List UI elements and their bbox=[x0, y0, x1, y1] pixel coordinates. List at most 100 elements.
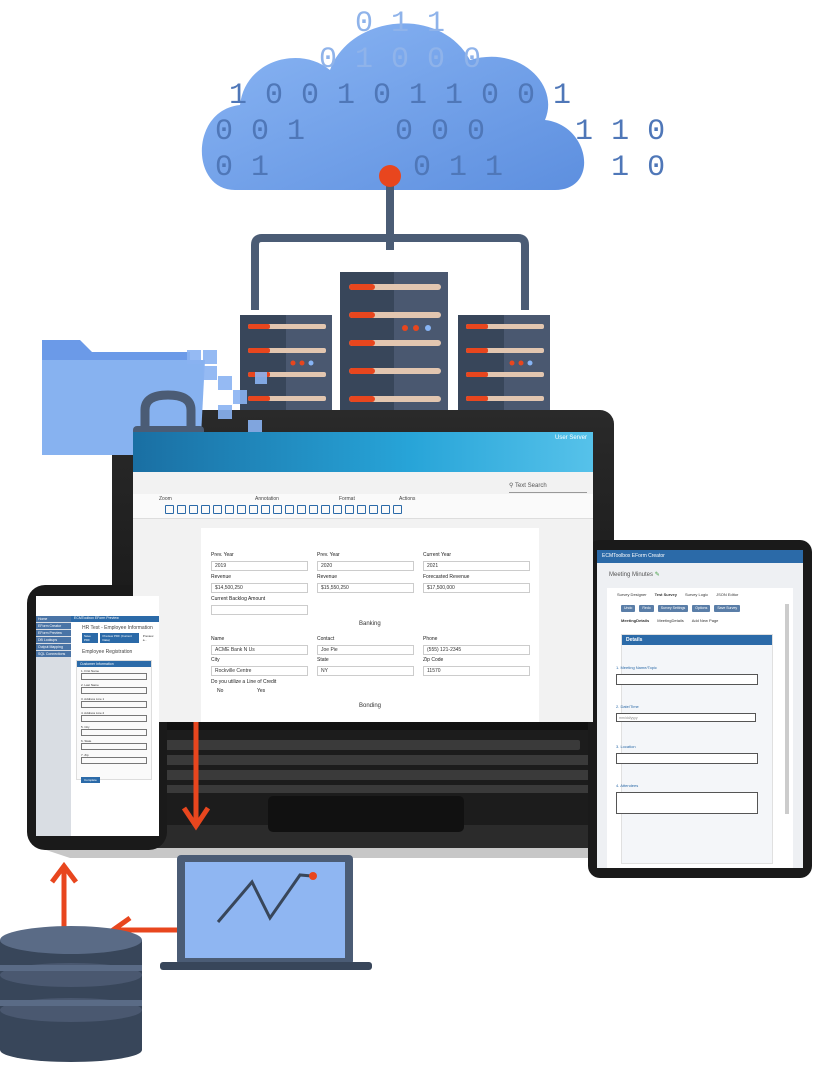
bank-name-field[interactable]: ACME Bank N Us bbox=[211, 645, 308, 655]
page-tab-meeting-details[interactable]: MeetingDetails bbox=[621, 618, 650, 623]
field-label: Revenue bbox=[317, 574, 338, 580]
sidebar-item-eform-creator[interactable]: EForm Creator bbox=[36, 623, 71, 629]
binary-row: 0 1 0 1 1 1 0 bbox=[215, 151, 666, 185]
document-title: Meeting Minutes ✎ bbox=[609, 571, 660, 578]
field-label: Forecasted Revenue bbox=[423, 574, 470, 580]
forecasted-revenue-field[interactable]: $17,500,000 bbox=[423, 583, 530, 593]
zip-input[interactable] bbox=[81, 757, 147, 764]
field-label: State bbox=[317, 657, 329, 663]
save-pdf-button[interactable]: Save PDF bbox=[82, 633, 99, 643]
line-color-icon[interactable] bbox=[321, 505, 330, 514]
grid-view-icon[interactable] bbox=[201, 505, 210, 514]
sidebar-item-home[interactable]: Home bbox=[36, 616, 71, 622]
contact-field[interactable]: Joe Pie bbox=[317, 645, 414, 655]
binary-row: 1 0 0 1 0 1 1 0 0 1 bbox=[228, 79, 572, 113]
sidebar-item-db-lookups[interactable]: DB Lookups bbox=[36, 637, 71, 643]
city-input[interactable] bbox=[81, 729, 147, 736]
save-icon[interactable] bbox=[357, 505, 366, 514]
redo-button[interactable]: Redo bbox=[639, 605, 654, 612]
field-label: Prev. Year bbox=[317, 552, 340, 558]
location-input[interactable] bbox=[616, 753, 758, 764]
attendees-textarea[interactable] bbox=[616, 792, 758, 814]
redo-icon[interactable] bbox=[393, 505, 402, 514]
two-page-icon[interactable] bbox=[189, 505, 198, 514]
state-input[interactable] bbox=[81, 743, 147, 750]
preview-more-button[interactable]: Preview a... bbox=[142, 634, 154, 642]
fit-page-icon[interactable] bbox=[177, 505, 186, 514]
toolbar-group-annotation: Annotation bbox=[255, 496, 279, 502]
preview-pdf-button[interactable]: Preview PDF (Current Data) bbox=[100, 633, 139, 643]
server-left-icon bbox=[240, 315, 332, 410]
scrollbar[interactable] bbox=[785, 604, 789, 814]
action-bar: Undo Redo Survey Settings Options Save S… bbox=[621, 605, 741, 612]
pan-hand-icon[interactable] bbox=[213, 505, 222, 514]
sidebar-item-output-mapping[interactable]: Output Mapping bbox=[36, 644, 71, 650]
date-time-input[interactable]: mm/dd/yyyy bbox=[616, 713, 756, 722]
form-panel: Customer Information 1. First Name 2. La… bbox=[76, 660, 152, 783]
fill-color-icon[interactable] bbox=[309, 505, 318, 514]
address2-input[interactable] bbox=[81, 715, 147, 722]
tab-survey-logic[interactable]: Survey Logic bbox=[684, 592, 709, 597]
user-label[interactable]: User Server bbox=[554, 435, 587, 441]
prev-year-2-field[interactable]: 2020 bbox=[317, 561, 414, 571]
city-field[interactable]: Rockville Centre bbox=[211, 666, 308, 676]
edit-pencil-icon[interactable]: ✎ bbox=[654, 572, 660, 578]
sidebar-item-eform-preview[interactable]: EForm Preview bbox=[36, 630, 71, 636]
zip-field[interactable]: 11570 bbox=[423, 666, 530, 676]
complete-button[interactable]: Complete bbox=[81, 777, 100, 783]
revenue-2-field[interactable]: $15,550,250 bbox=[317, 583, 414, 593]
rectangle-icon[interactable] bbox=[249, 505, 258, 514]
phone-field[interactable]: (555) 121-2345 bbox=[423, 645, 530, 655]
app-header: ECMToolbox EForm Preview bbox=[71, 616, 159, 622]
form-fields: 1. First Name 2. Last Name 3. Address Li… bbox=[77, 667, 151, 788]
zoom-in-icon[interactable] bbox=[165, 505, 174, 514]
network-pipes bbox=[251, 178, 529, 310]
search-input[interactable]: ⚲ Text Search bbox=[509, 482, 587, 493]
tab-test-survey[interactable]: Test Survey bbox=[654, 592, 677, 597]
undo-button[interactable]: Undo bbox=[621, 605, 636, 612]
tab-bar: Survey Designer Test Survey Survey Logic… bbox=[617, 592, 738, 597]
last-name-input[interactable] bbox=[81, 687, 147, 694]
radio-option-yes[interactable]: Yes bbox=[257, 688, 266, 694]
highlight-icon[interactable] bbox=[297, 505, 306, 514]
star-icon[interactable] bbox=[345, 505, 354, 514]
revenue-1-field[interactable]: $14,500,250 bbox=[211, 583, 308, 593]
meeting-topic-input[interactable] bbox=[616, 674, 758, 685]
server-center-icon bbox=[340, 272, 448, 410]
sidebar: Home EForm Creator EForm Preview DB Look… bbox=[36, 616, 71, 836]
field-label: Zip Code bbox=[423, 657, 444, 663]
tab-survey-designer[interactable]: Survey Designer bbox=[617, 592, 647, 597]
radio-option-no[interactable]: No bbox=[217, 688, 224, 694]
stamp-icon[interactable] bbox=[285, 505, 294, 514]
field-label: 2. Last Name bbox=[81, 683, 99, 687]
date-placeholder: mm/dd/yyyy bbox=[619, 716, 638, 720]
page-tab-meeting-details-2[interactable]: MeetingDetails bbox=[657, 618, 684, 623]
cloud-binary: 0 1 1 0 1 0 0 0 1 0 0 1 0 1 1 0 0 1 0 0 … bbox=[215, 6, 666, 186]
backlog-field[interactable] bbox=[211, 605, 308, 615]
first-name-input[interactable] bbox=[81, 673, 147, 680]
options-button[interactable]: Options bbox=[692, 605, 711, 612]
prev-year-1-field[interactable]: 2019 bbox=[211, 561, 308, 571]
toolbar-icons bbox=[165, 505, 402, 515]
toolbar-group-zoom: Zoom bbox=[159, 496, 172, 502]
question-label: 2. Date/Time bbox=[616, 704, 639, 709]
text-icon[interactable] bbox=[261, 505, 270, 514]
print-icon[interactable] bbox=[369, 505, 378, 514]
save-survey-button[interactable]: Save Survey bbox=[714, 605, 741, 612]
search-placeholder: Text Search bbox=[514, 483, 547, 489]
binary-row: 0 1 1 bbox=[354, 7, 445, 41]
signature-icon[interactable] bbox=[273, 505, 282, 514]
tab-json-editor[interactable]: JSON Editor bbox=[716, 592, 739, 597]
address1-input[interactable] bbox=[81, 701, 147, 708]
undo-icon[interactable] bbox=[381, 505, 390, 514]
select-icon[interactable] bbox=[225, 505, 234, 514]
sidebar-item-sql-connections[interactable]: SQL Connections bbox=[36, 651, 71, 657]
line-width-icon[interactable] bbox=[333, 505, 342, 514]
pen-icon[interactable] bbox=[237, 505, 246, 514]
cloud-icon bbox=[201, 23, 585, 190]
current-year-field[interactable]: 2021 bbox=[423, 561, 530, 571]
section-title: Employee Registration bbox=[82, 649, 133, 655]
add-new-page-button[interactable]: Add New Page bbox=[691, 618, 719, 623]
survey-settings-button[interactable]: Survey Settings bbox=[657, 605, 689, 612]
state-field[interactable]: NY bbox=[317, 666, 414, 676]
